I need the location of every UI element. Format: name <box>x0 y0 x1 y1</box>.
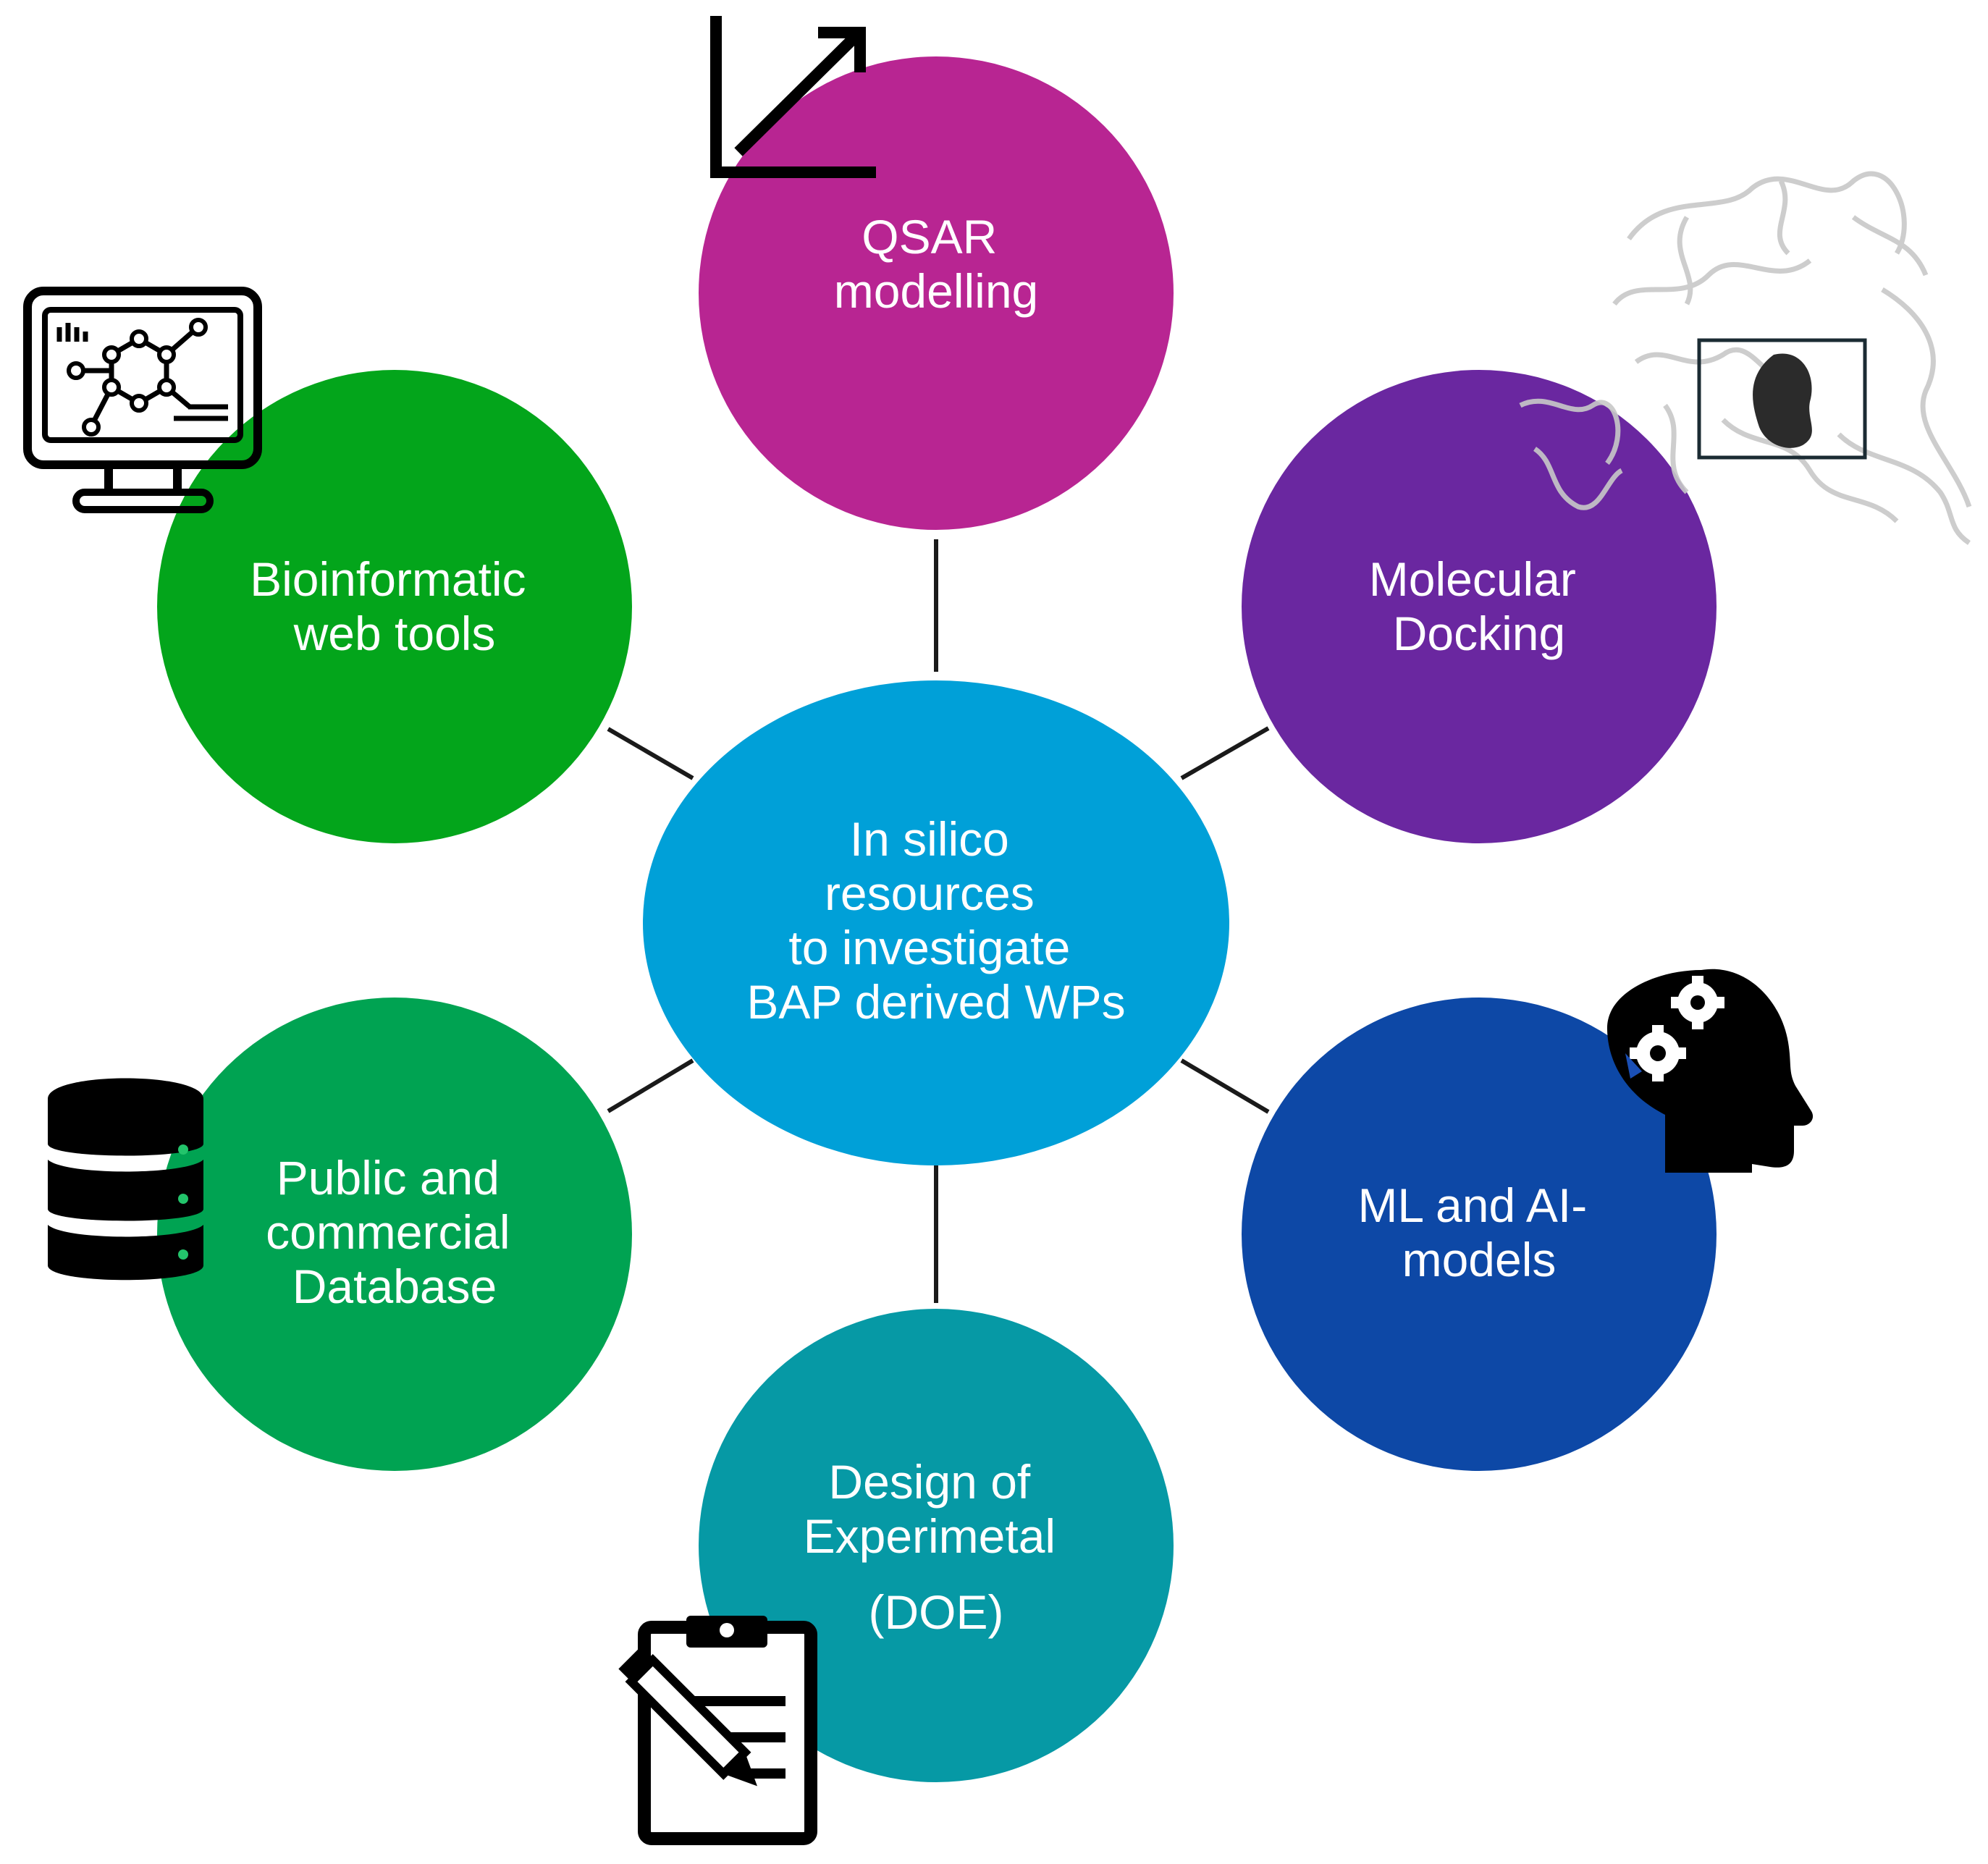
center-ellipse <box>643 680 1229 1165</box>
connectors <box>607 539 1270 1303</box>
node-database-label: Public and commercial Database <box>266 1151 523 1313</box>
connector-ml <box>1180 1058 1270 1114</box>
connector-bioinfo <box>607 727 694 780</box>
node-ml-label: ML and AI- models <box>1357 1178 1600 1286</box>
node-database: Public and commercial Database <box>157 998 632 1471</box>
protein-structure-icon <box>1519 171 1972 545</box>
node-bioinfo-circle <box>157 370 632 843</box>
node-qsar-label: QSAR modelling <box>834 210 1039 318</box>
node-bioinfo-label: Bioinformatic web tools <box>250 552 539 660</box>
connector-database <box>607 1058 694 1113</box>
connector-docking <box>1180 726 1270 780</box>
node-ml: ML and AI- models <box>1242 998 1717 1471</box>
node-bioinfo: Bioinformatic web tools <box>157 370 632 843</box>
node-database-circle <box>157 998 632 1471</box>
database-server-icon <box>48 1078 203 1281</box>
monitor-molecule-icon <box>23 287 262 513</box>
node-docking-label: Molecular Docking <box>1369 552 1589 660</box>
node-ml-circle <box>1242 998 1717 1471</box>
clipboard-pencil-icon <box>618 1616 817 1845</box>
node-docking: Molecular Docking <box>1242 370 1717 843</box>
brain-gears-icon <box>1607 969 1814 1173</box>
node-docking-circle <box>1242 370 1717 843</box>
center-label: In silico resources to investigate BAP d… <box>746 812 1125 1029</box>
node-center: In silico resources to investigate BAP d… <box>643 680 1229 1165</box>
trend-arrow-icon <box>710 16 876 178</box>
node-doe-label: Design of Experimetal (DOE) <box>804 1455 1069 1639</box>
